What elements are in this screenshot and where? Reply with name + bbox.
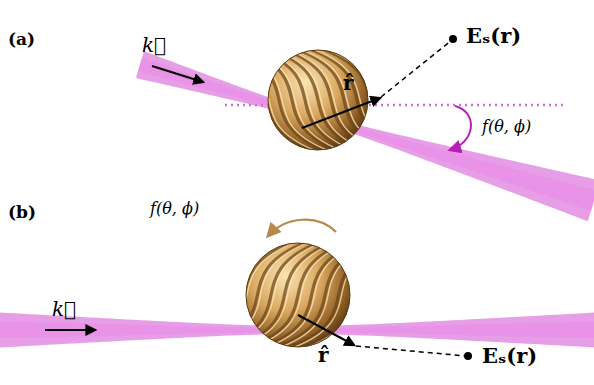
panel-label: (b) (8, 203, 36, 222)
direction-arrow (302, 98, 380, 128)
angle-arrow (450, 106, 471, 150)
field-label: Eₛ(r) (466, 24, 521, 47)
amplitude-label: f(θ, ϕ) (482, 118, 531, 136)
field-label: Eₛ(r) (482, 344, 537, 367)
wavevector-arrow (45, 329, 95, 331)
wavevector-label: k⃗ (142, 34, 166, 56)
wavevector-label: k⃗ (52, 298, 76, 320)
direction-label: r̂ (318, 344, 329, 366)
field-point (464, 352, 472, 360)
rotation-arrow (268, 220, 336, 236)
direction-arrow (298, 315, 354, 345)
amplitude-label: f(θ, ϕ) (150, 200, 199, 218)
dashed-leader (381, 40, 452, 97)
wavevector-arrow (152, 66, 203, 82)
panel-label: (a) (8, 30, 35, 49)
direction-label: r̂ (343, 72, 354, 94)
beam-core (138, 58, 594, 211)
dashed-leader (356, 346, 466, 356)
field-point (449, 35, 457, 43)
laser-beam (136, 51, 594, 221)
